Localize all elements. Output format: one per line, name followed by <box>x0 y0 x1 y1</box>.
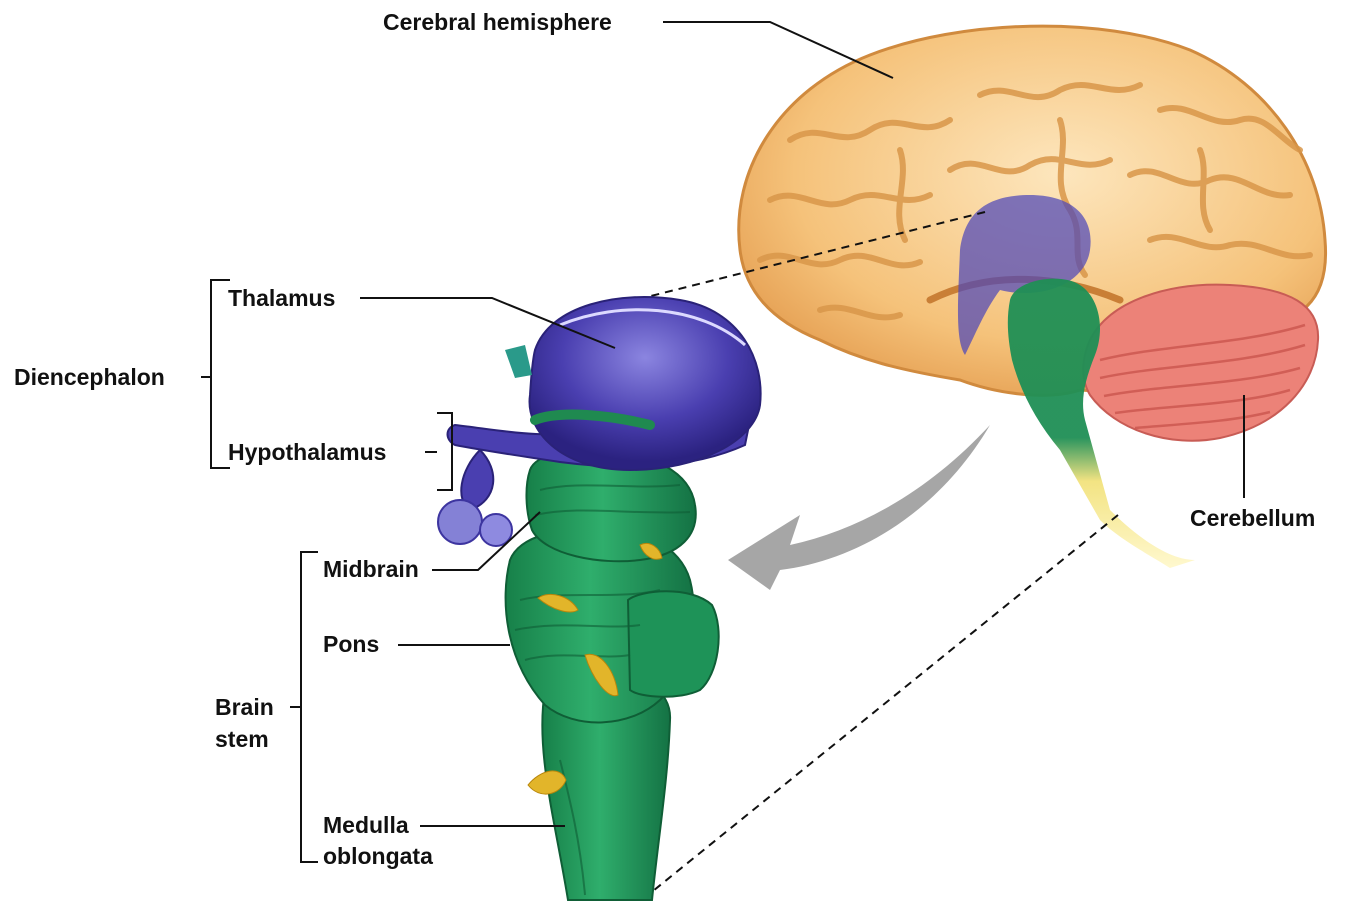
cerebral-hemisphere-label: Cerebral hemisphere <box>383 7 612 37</box>
cerebellum-label: Cerebellum <box>1190 503 1315 533</box>
thalamus-label: Thalamus <box>228 283 335 313</box>
medulla-label-line1: Medulla <box>323 810 409 840</box>
hypothalamus-label: Hypothalamus <box>228 437 386 467</box>
brain-stem-label-line2: stem <box>215 724 269 754</box>
magnify-arrow <box>728 425 990 590</box>
enlarged-brainstem <box>506 449 719 900</box>
medulla-label-line2: oblongata <box>323 841 433 871</box>
midbrain-label: Midbrain <box>323 554 419 584</box>
brain-stem-label-line1: Brain <box>215 692 274 722</box>
diencephalon-label: Diencephalon <box>14 362 165 392</box>
pons-label: Pons <box>323 629 379 659</box>
